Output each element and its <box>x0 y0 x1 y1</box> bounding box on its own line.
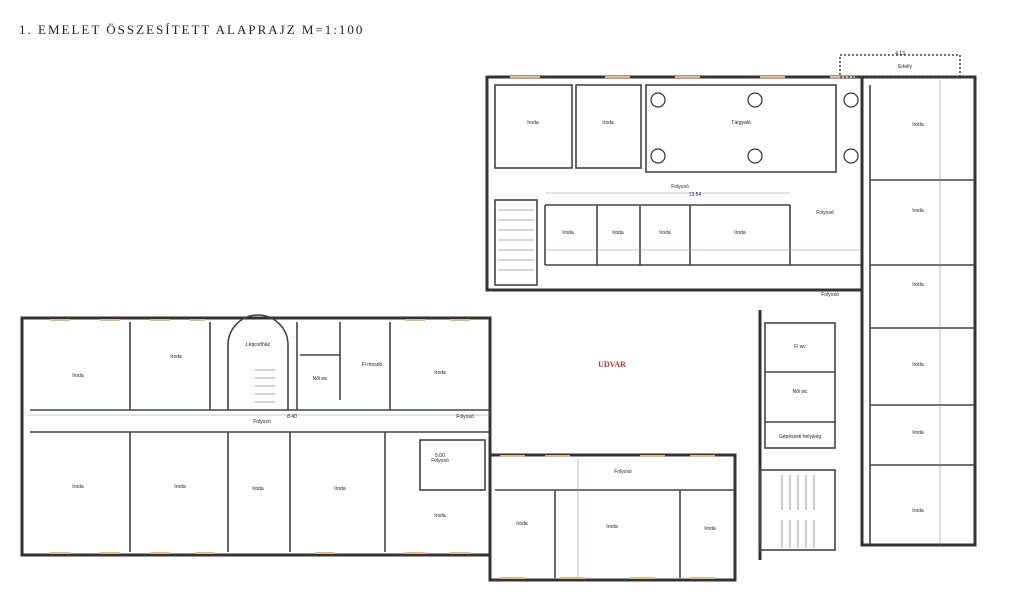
room-label: Folyosó <box>253 419 271 425</box>
room-label: Iroda <box>434 370 446 376</box>
service-rooms: Fi wc Női wc Gépészeti helyiség <box>758 290 864 560</box>
room-label: Iroda <box>912 122 924 128</box>
room-label: Fi mosdó <box>362 362 383 368</box>
room-label: Folyosó <box>431 458 449 464</box>
room-label: Iroda <box>704 526 716 532</box>
room-label: Folyosó <box>821 292 839 298</box>
room-label: Iroda <box>912 282 924 288</box>
room-label: Iroda <box>734 230 746 236</box>
room-label: Folyosó <box>816 210 834 216</box>
room-label: Folyosó <box>671 184 689 190</box>
room-label: Iroda <box>562 230 574 236</box>
room-label: Iroda <box>170 354 182 360</box>
room-label: Folyosó <box>614 469 632 475</box>
room-label: Iroda <box>659 230 671 236</box>
right-wing: Erkély 4.13 Iroda Iroda Iroda Iroda Irod… <box>839 51 977 547</box>
room-label: Iroda <box>602 120 614 126</box>
room-label: Erkély <box>898 64 912 70</box>
dimension-label: 13.54 <box>689 192 702 198</box>
room-label: Iroda <box>912 508 924 514</box>
room-label: Iroda <box>434 513 446 519</box>
lower-middle-block: Folyosó Iroda Iroda Iroda <box>488 453 737 582</box>
room-label: Iroda <box>912 362 924 368</box>
room-label: Iroda <box>612 230 624 236</box>
dimension-label: 5.00 <box>435 453 445 459</box>
room-label: Lépcsőház <box>246 342 271 348</box>
room-label: Tárgyaló <box>731 120 751 126</box>
courtyard-label: UDVAR <box>598 360 626 369</box>
room-label: Iroda <box>174 484 186 490</box>
room-label: Iroda <box>72 484 84 490</box>
room-label: Fi wc <box>794 344 806 350</box>
room-label: Iroda <box>516 521 528 527</box>
room-label: Iroda <box>912 208 924 214</box>
dimension-label: 8.40 <box>287 414 297 420</box>
room-label: Iroda <box>72 373 84 379</box>
room-label: Női wc <box>312 376 328 382</box>
room-label: Iroda <box>527 120 539 126</box>
dimension-label: 4.13 <box>895 51 905 57</box>
left-block: Iroda Iroda Lépcsőház Női wc Fi mosdó Ir… <box>20 314 492 557</box>
room-label: Folyosó <box>456 414 474 420</box>
room-label: Iroda <box>252 486 264 492</box>
room-label: Iroda <box>912 430 924 436</box>
room-label: Iroda <box>334 486 346 492</box>
room-label: Gépészeti helyiség <box>779 434 821 440</box>
upper-wing: Iroda Iroda Tárgyaló Folyosó 13.54 Iroda… <box>485 75 864 298</box>
drawing-title: 1. EMELET ÖSSZESÍTETT ALAPRAJZ M=1:100 <box>19 22 365 37</box>
room-label: Női wc <box>792 389 808 395</box>
room-label: Iroda <box>606 524 618 530</box>
